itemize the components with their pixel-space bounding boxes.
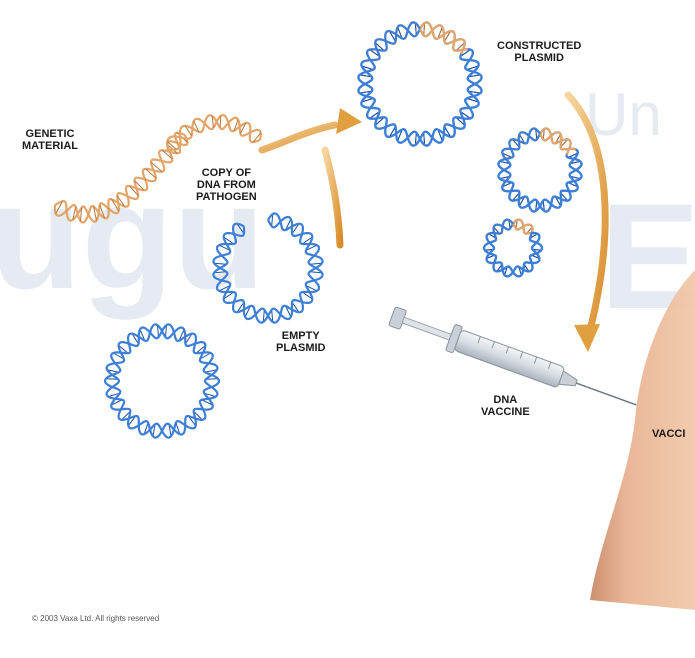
plasmid-ring xyxy=(105,324,219,437)
constructed-plasmid-small-b xyxy=(484,220,542,277)
curved-arrow-icon xyxy=(336,108,362,134)
dna-helices xyxy=(55,22,582,437)
constructed-plasmid-ring-b xyxy=(358,22,481,145)
label-genetic-material: GENETIC MATERIAL xyxy=(22,128,78,152)
label-copy-of-dna: COPY OF DNA FROM PATHOGEN xyxy=(196,167,257,203)
constructed-plasmid-copy-b xyxy=(499,129,582,212)
curved-arrow-icon xyxy=(325,150,340,245)
copyright-notice: © 2003 Vaxa Ltd. All rights reserved xyxy=(32,614,159,623)
helix-rung xyxy=(177,143,178,144)
curved-arrow-icon xyxy=(568,95,605,330)
helix-rung xyxy=(108,208,109,209)
helix-strand xyxy=(213,213,322,322)
arm-shape xyxy=(590,270,695,610)
label-empty-plasmid: EMPTY PLASMID xyxy=(276,330,326,354)
helix-rung xyxy=(220,116,221,128)
label-dna-vaccine: DNA VACCINE xyxy=(481,394,530,418)
empty-plasmid-ring xyxy=(213,213,322,322)
curved-arrow-icon xyxy=(574,324,600,352)
label-vaccination: VACCI xyxy=(652,428,685,440)
curved-arrow-icon xyxy=(262,125,335,150)
helix-strand xyxy=(502,132,540,158)
label-constructed-plasmid: CONSTRUCTED PLASMID xyxy=(497,40,581,64)
